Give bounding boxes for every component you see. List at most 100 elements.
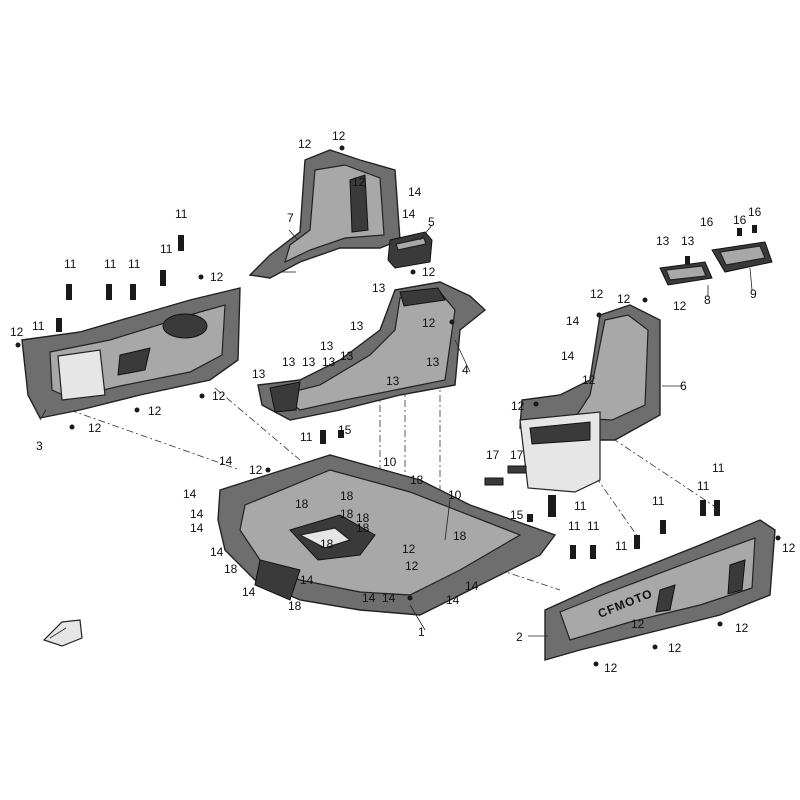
callout-11: 11: [615, 539, 628, 553]
callout-12: 12: [422, 265, 436, 279]
callout-13: 13: [340, 349, 354, 363]
callout-part-7: 7: [287, 211, 294, 225]
callout-18: 18: [453, 529, 467, 543]
callout-14: 14: [382, 591, 396, 605]
front-direction-arrow-icon: [42, 619, 83, 647]
callout-12: 12: [735, 621, 749, 635]
callout-11: 11: [568, 519, 581, 533]
callout-11: 11: [64, 257, 77, 271]
callout-13: 13: [320, 339, 334, 353]
callout-13: 13: [656, 234, 670, 248]
callout-12: 12: [582, 373, 596, 387]
callout-12: 12: [673, 299, 687, 313]
callout-part-4: 4: [462, 363, 469, 377]
callout-18: 18: [288, 599, 302, 613]
callout-12: 12: [604, 661, 618, 675]
callout-14: 14: [242, 585, 256, 599]
callout-18: 18: [340, 489, 354, 503]
callout-18: 18: [340, 507, 354, 521]
callout-part-1: 1: [418, 625, 425, 639]
callout-12: 12: [402, 542, 416, 556]
part-1-floor-pan: [217, 454, 557, 616]
callout-11: 11: [175, 207, 188, 221]
callout-13: 13: [322, 355, 336, 369]
callout-17: 17: [486, 448, 500, 462]
callouts-18-10: 18 18 18 18 18 18 18 18 18 18 10 10: [224, 455, 467, 613]
callout-18: 18: [224, 562, 238, 576]
part-8-9-pads: [659, 241, 773, 286]
callout-18: 18: [356, 521, 370, 535]
callout-12: 12: [352, 175, 366, 189]
callout-12: 12: [422, 316, 436, 330]
callout-14: 14: [190, 521, 204, 535]
callout-11: 11: [32, 319, 45, 333]
callout-18: 18: [356, 511, 370, 525]
callouts-14: 14 14 14 14 14 14 14 14 14 14 14 14 14 1…: [183, 185, 580, 607]
callout-12: 12: [298, 137, 312, 151]
callouts-11: 11 11 11 11 11 11 11 11 11 11 11 11 11 1…: [32, 207, 725, 553]
callout-13: 13: [302, 355, 316, 369]
callout-13: 13: [426, 355, 440, 369]
callout-11: 11: [712, 461, 725, 475]
callout-part-3: 3: [36, 439, 43, 453]
callout-11: 11: [574, 499, 587, 513]
callout-12: 12: [590, 287, 604, 301]
callout-16: 16: [748, 205, 762, 219]
callout-11: 11: [300, 430, 313, 444]
callout-14: 14: [465, 579, 479, 593]
part-6-storage-box: [519, 304, 661, 493]
part-3-left-panel: [21, 287, 241, 419]
callout-14: 14: [210, 545, 224, 559]
callout-11: 11: [652, 494, 665, 508]
callout-16: 16: [733, 213, 747, 227]
callout-17: 17: [510, 448, 524, 462]
callouts-12: 12 12 12 12 12 12 12 12 12 12 12 12 12 1…: [10, 129, 796, 675]
callout-12: 12: [210, 270, 224, 284]
callout-14: 14: [446, 593, 460, 607]
callout-16: 16: [700, 215, 714, 229]
callout-14: 14: [300, 573, 314, 587]
callout-part-9: 9: [750, 287, 757, 301]
callout-14: 14: [219, 454, 233, 468]
leader-lines: [39, 224, 753, 637]
callout-12: 12: [631, 617, 645, 631]
callout-11: 11: [160, 242, 173, 256]
part-2-right-skirt: CFMOTO: [544, 519, 776, 661]
callout-12: 12: [332, 129, 346, 143]
callouts-15-16-17: 15 15 16 16 16 17 17: [338, 205, 762, 522]
callout-part-2: 2: [516, 630, 523, 644]
callout-13: 13: [282, 355, 296, 369]
callout-12: 12: [511, 399, 525, 413]
callout-14: 14: [402, 207, 416, 221]
part-7-rear-cover: [248, 149, 401, 279]
callout-11: 11: [104, 257, 117, 271]
callout-11: 11: [128, 257, 141, 271]
callout-10: 10: [383, 455, 397, 469]
callout-11: 11: [587, 519, 600, 533]
part-5-vent: [387, 231, 433, 269]
part-4-center-console: [257, 281, 487, 421]
callout-12: 12: [148, 404, 162, 418]
callout-14: 14: [408, 185, 422, 199]
callout-12: 12: [617, 292, 631, 306]
callout-18: 18: [410, 473, 424, 487]
callout-13: 13: [386, 374, 400, 388]
callout-12: 12: [88, 421, 102, 435]
callout-13: 13: [252, 367, 266, 381]
callout-18: 18: [295, 497, 309, 511]
callout-part-8: 8: [704, 293, 711, 307]
callout-14: 14: [183, 487, 197, 501]
callout-14: 14: [566, 314, 580, 328]
part-17-clips: [484, 465, 527, 486]
part-callouts: 1 2 3 4 5 6 7 8 9: [36, 211, 757, 644]
callout-12: 12: [212, 389, 226, 403]
callout-12: 12: [405, 559, 419, 573]
callout-18: 18: [320, 537, 334, 551]
callout-13: 13: [350, 319, 364, 333]
callout-14: 14: [190, 507, 204, 521]
callout-15: 15: [510, 508, 524, 522]
callout-13: 13: [681, 234, 695, 248]
callouts-13: 13 13 13 13 13 13 13 13 13 13 13 13: [252, 234, 695, 388]
